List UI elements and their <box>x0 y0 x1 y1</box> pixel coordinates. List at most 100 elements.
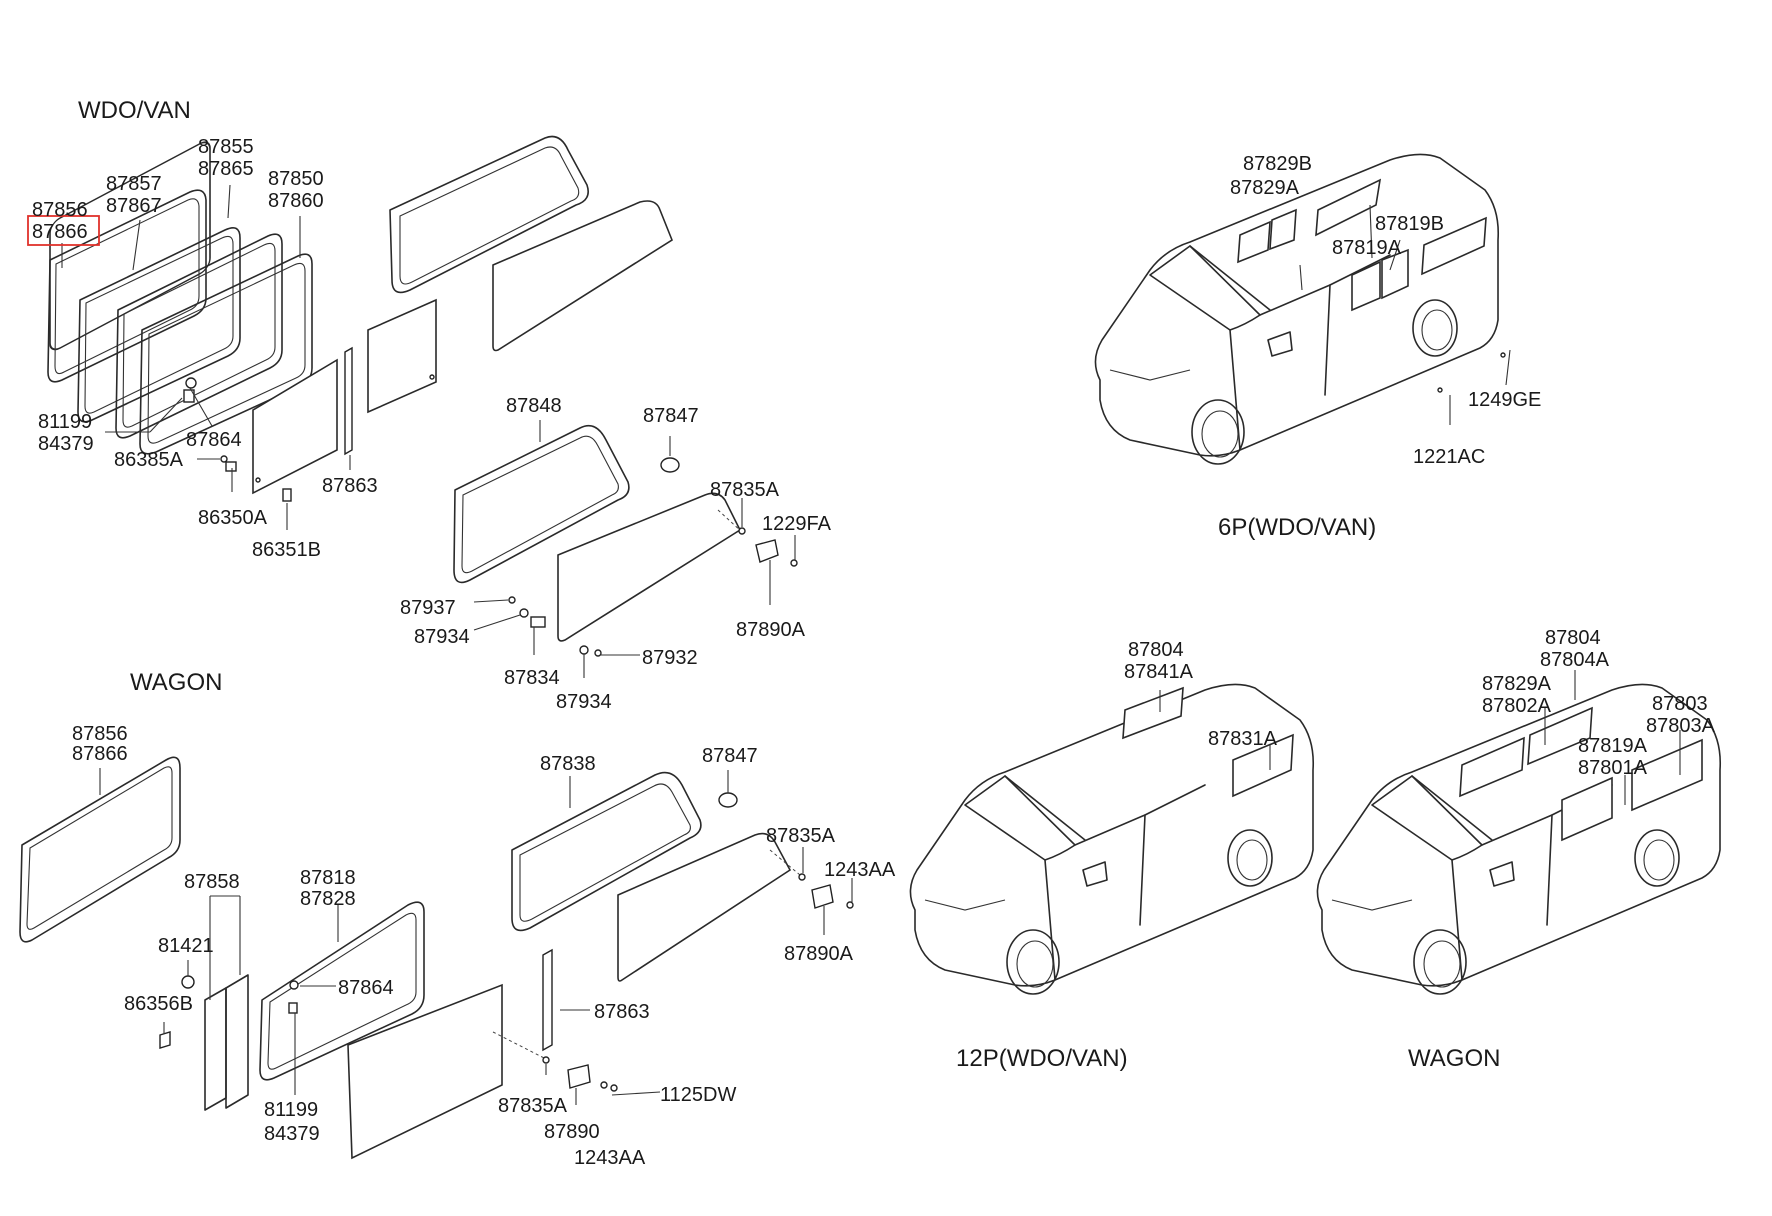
cap-87847 <box>660 457 680 473</box>
van-12p <box>909 683 1315 995</box>
label-87866-highlighted[interactable]: 87866 <box>32 221 88 243</box>
label-87890A[interactable]: 87890A <box>736 619 806 641</box>
label-87801A[interactable]: 87801A <box>1578 757 1648 779</box>
label-87838[interactable]: 87838 <box>540 753 596 775</box>
van-wagon <box>1316 683 1722 995</box>
label-87804A[interactable]: 87804A <box>1540 649 1610 671</box>
clip-81421 <box>181 975 195 989</box>
label-87937[interactable]: 87937 <box>400 597 456 619</box>
label-84379[interactable]: 84379 <box>38 433 94 455</box>
label-87856[interactable]: 87856 <box>32 199 88 221</box>
label-86350A[interactable]: 86350A <box>198 507 268 529</box>
quarter-frame-upper <box>389 135 589 294</box>
label-87802A[interactable]: 87802A <box>1482 695 1552 717</box>
label-87829A-wagon[interactable]: 87829A <box>1482 673 1552 695</box>
van-6p <box>1094 153 1506 465</box>
label-87829B[interactable]: 87829B <box>1243 153 1312 175</box>
section-title-wagon: WAGON <box>130 669 222 696</box>
label-87835A[interactable]: 87835A <box>710 479 780 501</box>
quarter-glass-87838 <box>617 832 792 982</box>
label-87860[interactable]: 87860 <box>268 190 324 212</box>
label-87857[interactable]: 87857 <box>106 173 162 195</box>
label-87848[interactable]: 87848 <box>506 395 562 417</box>
caption-6p-wdo-van: 6P(WDO/VAN) <box>1218 514 1376 541</box>
label-87866-wagon[interactable]: 87866 <box>72 743 128 765</box>
hinge-87890 <box>567 1064 591 1089</box>
label-1125DW[interactable]: 1125DW <box>660 1084 736 1106</box>
label-87934[interactable]: 87934 <box>414 626 470 648</box>
label-1221AC[interactable]: 1221AC <box>1413 446 1485 468</box>
label-87890[interactable]: 87890 <box>544 1121 600 1143</box>
label-87819A[interactable]: 87819A <box>1332 237 1402 259</box>
glass-small <box>367 298 437 414</box>
label-87834[interactable]: 87834 <box>504 667 560 689</box>
label-87804[interactable]: 87804 <box>1128 639 1184 661</box>
label-86351B[interactable]: 86351B <box>252 539 321 561</box>
label-87841A[interactable]: 87841A <box>1124 661 1194 683</box>
label-87835A-lower[interactable]: 87835A <box>498 1095 568 1117</box>
label-87819B[interactable]: 87819B <box>1375 213 1444 235</box>
highlight-box-87866 <box>27 215 100 246</box>
label-87932[interactable]: 87932 <box>642 647 698 669</box>
label-87890A-wagon[interactable]: 87890A <box>784 943 854 965</box>
channel-87863-wagon <box>542 948 553 1052</box>
label-81199-wagon[interactable]: 81199 <box>264 1099 318 1121</box>
label-87863[interactable]: 87863 <box>322 475 378 497</box>
glass-87818 <box>347 983 503 1160</box>
label-86385A[interactable]: 86385A <box>114 449 184 471</box>
quarter-glass-87848 <box>557 492 742 642</box>
label-1229FA[interactable]: 1229FA <box>762 513 832 535</box>
label-87934-lower[interactable]: 87934 <box>556 691 612 713</box>
wagon-quarter-windows <box>511 771 854 1092</box>
label-87847-wagon[interactable]: 87847 <box>702 745 758 767</box>
hinge-87890A <box>755 539 779 563</box>
wdo-van-window-frames <box>47 141 437 502</box>
label-87819A-wagon[interactable]: 87819A <box>1578 735 1648 757</box>
quarter-glass-upper <box>492 200 673 352</box>
leader-lines <box>61 184 1681 1105</box>
label-1243AA[interactable]: 1243AA <box>824 859 896 881</box>
label-87856-wagon[interactable]: 87856 <box>72 723 128 745</box>
label-87865[interactable]: 87865 <box>198 158 254 180</box>
label-87835A-wagon[interactable]: 87835A <box>766 825 836 847</box>
label-87831A[interactable]: 87831A <box>1208 728 1278 750</box>
label-87867[interactable]: 87867 <box>106 195 162 217</box>
glass-86350 <box>252 358 338 495</box>
quarter-frame-87838 <box>511 771 702 932</box>
label-87864-wagon[interactable]: 87864 <box>338 977 394 999</box>
label-87850[interactable]: 87850 <box>268 168 324 190</box>
wdo-van-quarter-windows <box>389 135 798 657</box>
label-87829A[interactable]: 87829A <box>1230 177 1300 199</box>
label-87804-wagon[interactable]: 87804 <box>1545 627 1601 649</box>
cap-87847-wagon <box>718 792 738 808</box>
label-81199[interactable]: 81199 <box>38 411 92 433</box>
label-87863-wagon[interactable]: 87863 <box>594 1001 650 1023</box>
weatherstrip-87856-wagon <box>19 756 181 943</box>
part-labels: 87856 87866 87857 87867 87855 87865 8785… <box>32 136 1716 1169</box>
quarter-frame-87848 <box>453 424 630 584</box>
label-87803[interactable]: 87803 <box>1652 693 1708 715</box>
label-87847[interactable]: 87847 <box>643 405 699 427</box>
label-87818[interactable]: 87818 <box>300 867 356 889</box>
label-84379-wagon[interactable]: 84379 <box>264 1123 320 1145</box>
caption-wagon: WAGON <box>1408 1045 1500 1072</box>
section-title-wdo-van: WDO/VAN <box>78 97 191 124</box>
label-86356B[interactable]: 86356B <box>124 993 193 1015</box>
frame-87855 <box>115 233 283 439</box>
frame-87857 <box>77 227 241 423</box>
frame-87818 <box>259 901 425 1081</box>
label-87864[interactable]: 87864 <box>186 429 242 451</box>
label-87855[interactable]: 87855 <box>198 136 254 158</box>
hinge-87890A-wagon <box>811 884 834 909</box>
label-81421[interactable]: 81421 <box>158 935 214 957</box>
label-87803A[interactable]: 87803A <box>1646 715 1716 737</box>
channel-87863 <box>344 346 353 456</box>
label-1249GE[interactable]: 1249GE <box>1468 389 1541 411</box>
label-1243AA-lower[interactable]: 1243AA <box>574 1147 646 1169</box>
label-87828[interactable]: 87828 <box>300 888 356 910</box>
pillar-87858 <box>204 987 227 1111</box>
caption-12p-wdo-van: 12P(WDO/VAN) <box>956 1045 1128 1072</box>
label-87858[interactable]: 87858 <box>184 871 240 893</box>
wagon-fixed-glass <box>19 756 553 1160</box>
